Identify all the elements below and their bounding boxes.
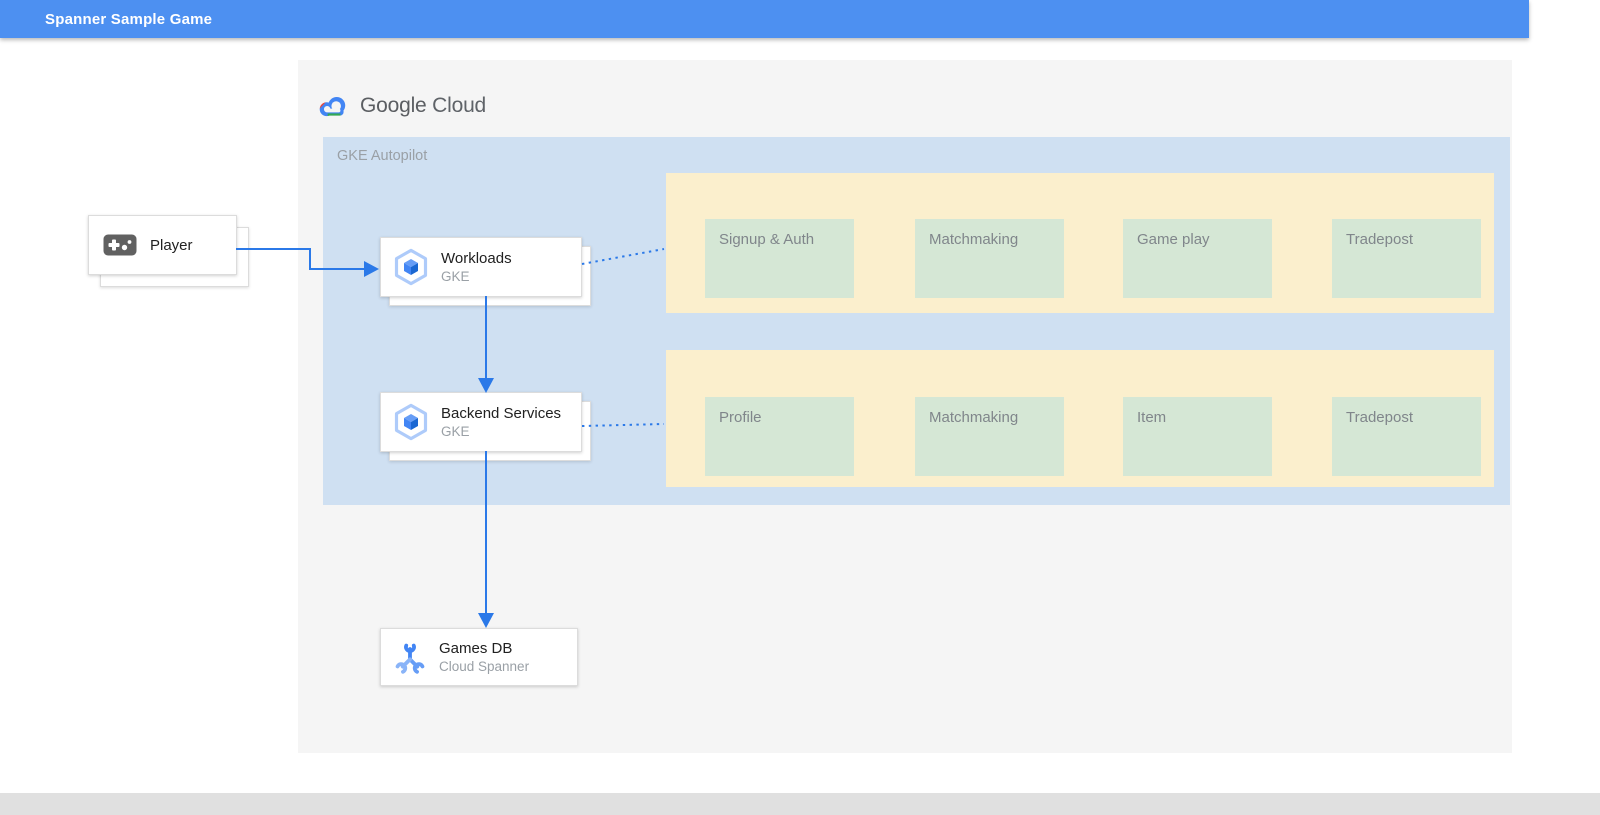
cloud-spanner-icon bbox=[391, 638, 429, 676]
gke-autopilot-label: GKE Autopilot bbox=[337, 148, 428, 164]
service-box-tradepost: Tradepost bbox=[1332, 397, 1481, 476]
service-box-matchmaking: Matchmaking bbox=[915, 397, 1064, 476]
service-label: Profile bbox=[719, 409, 762, 426]
gke-icon bbox=[391, 247, 431, 287]
service-box-signup-auth: Signup & Auth bbox=[705, 219, 854, 298]
page-title: Spanner Sample Game bbox=[45, 10, 213, 28]
google-cloud-logo-text: Google Cloud bbox=[360, 94, 487, 117]
backend-services-title: Backend Services bbox=[441, 405, 562, 422]
player-label: Player bbox=[150, 236, 193, 254]
gke-autopilot-container: GKE Autopilot Signup & Auth Matchmaking … bbox=[323, 137, 1510, 505]
gke-icon bbox=[391, 402, 431, 442]
google-cloud-logo: Google Cloud bbox=[316, 92, 486, 120]
service-label: Matchmaking bbox=[929, 231, 1019, 248]
workloads-title: Workloads bbox=[441, 250, 512, 267]
app-header: Spanner Sample Game bbox=[0, 0, 1529, 38]
service-box-game-play: Game play bbox=[1123, 219, 1272, 298]
gamepad-icon bbox=[103, 234, 137, 256]
service-box-profile: Profile bbox=[705, 397, 854, 476]
workload-services-group: Signup & Auth Matchmaking Game play Trad… bbox=[666, 173, 1494, 313]
workloads-subtitle: GKE bbox=[441, 269, 470, 284]
service-label: Tradepost bbox=[1346, 231, 1413, 248]
service-label: Item bbox=[1137, 409, 1167, 426]
backend-services-subtitle: GKE bbox=[441, 424, 470, 439]
games-db-subtitle: Cloud Spanner bbox=[439, 659, 530, 674]
service-label: Tradepost bbox=[1346, 409, 1413, 426]
service-box-tradepost: Tradepost bbox=[1332, 219, 1481, 298]
service-box-matchmaking: Matchmaking bbox=[915, 219, 1064, 298]
service-box-item: Item bbox=[1123, 397, 1272, 476]
service-label: Matchmaking bbox=[929, 409, 1019, 426]
service-label: Signup & Auth bbox=[719, 231, 815, 248]
service-label: Game play bbox=[1137, 231, 1210, 248]
google-cloud-icon bbox=[316, 92, 350, 120]
player-node: Player bbox=[88, 215, 237, 275]
games-db-title: Games DB bbox=[439, 640, 513, 657]
footer-bar bbox=[0, 793, 1600, 815]
backend-services-node: Backend Services GKE bbox=[380, 392, 582, 452]
workloads-node: Workloads GKE bbox=[380, 237, 582, 297]
backend-services-group: Profile Matchmaking Item Tradepost bbox=[666, 350, 1494, 487]
games-db-node: Games DB Cloud Spanner bbox=[380, 628, 578, 686]
